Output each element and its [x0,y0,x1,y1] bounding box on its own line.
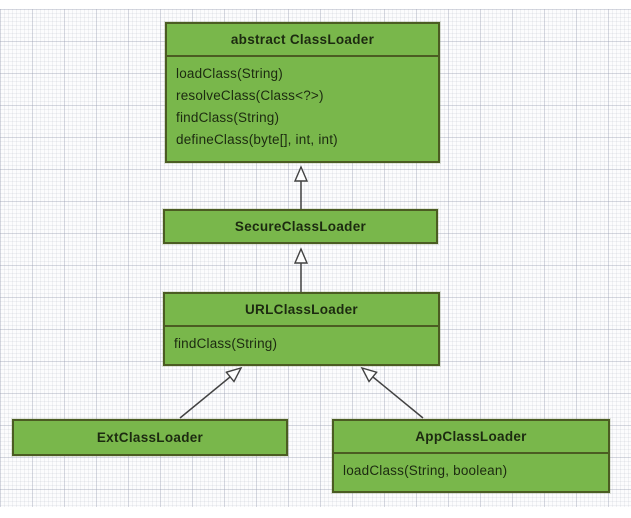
class-method: loadClass(String) [176,66,283,81]
class-box-extclassloader: ExtClassLoader [12,419,288,456]
class-title: ExtClassLoader [96,430,204,445]
class-title: SecureClassLoader [234,219,367,234]
class-box-classloader: abstract ClassLoader loadClass(String) r… [165,22,440,163]
class-box-urlclassloader: URLClassLoader findClass(String) [163,292,440,366]
class-title: abstract ClassLoader [230,32,375,47]
class-method: loadClass(String, boolean) [343,463,508,478]
inheritance-arrow-ext-to-url [179,368,241,419]
class-methods-compartment: loadClass(String, boolean) [334,452,608,482]
class-method: findClass(String) [176,110,280,125]
class-title: AppClassLoader [415,429,527,444]
class-box-appclassloader: AppClassLoader loadClass(String, boolean… [332,419,610,493]
class-method: resolveClass(Class<?>) [176,88,324,103]
class-title: URLClassLoader [245,302,358,317]
class-box-secureclassloader: SecureClassLoader [163,209,438,244]
class-methods-compartment: findClass(String) [165,325,438,355]
class-method: findClass(String) [174,336,278,351]
class-method: defineClass(byte[], int, int) [176,132,338,147]
class-methods-compartment: loadClass(String) resolveClass(Class<?>)… [167,55,438,151]
inheritance-arrow-app-to-url [362,368,424,419]
